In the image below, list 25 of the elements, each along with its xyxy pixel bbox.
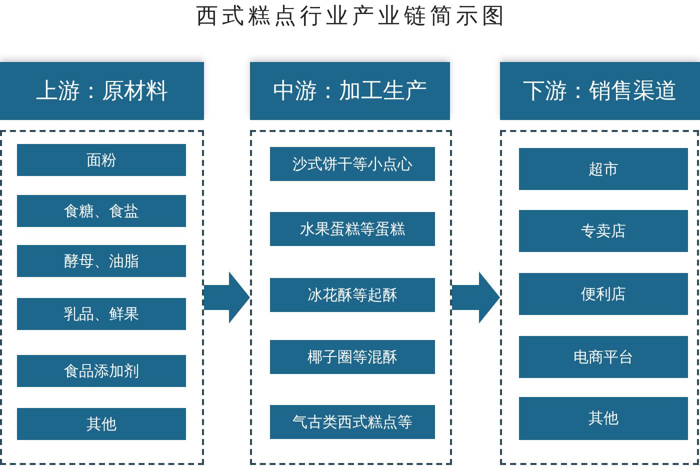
item-box: 食糖、食盐 (17, 195, 186, 227)
item-box: 电商平台 (519, 336, 688, 378)
item-box: 乳品、鲜果 (17, 298, 186, 330)
item-box: 超市 (519, 148, 688, 190)
item-box: 其他 (519, 397, 688, 440)
item-box: 气古类西式糕点等 (270, 405, 435, 439)
item-box: 沙式饼干等小点心 (270, 147, 435, 181)
block-arrow (204, 272, 250, 324)
stage-header: 中游：加工生产 (250, 62, 450, 120)
item-box: 便利店 (519, 273, 688, 315)
stage-header: 下游：销售渠道 (500, 62, 700, 120)
item-box: 水果蛋糕等蛋糕 (270, 212, 435, 246)
dashed-frame (250, 130, 452, 465)
dashed-frame (500, 130, 699, 465)
item-box: 面粉 (17, 144, 186, 176)
stage-header: 上游：原材料 (0, 62, 204, 120)
item-box: 食品添加剂 (17, 355, 186, 387)
item-box: 椰子圈等混酥 (270, 340, 435, 374)
item-box: 冰花酥等起酥 (270, 278, 435, 312)
block-arrow (452, 272, 500, 324)
dashed-frame (0, 130, 204, 465)
title: 西式糕点行业产业链简示图 (195, 3, 509, 31)
item-box: 专卖店 (519, 210, 688, 252)
item-box: 酵母、油脂 (17, 245, 186, 277)
item-box: 其他 (17, 408, 186, 440)
